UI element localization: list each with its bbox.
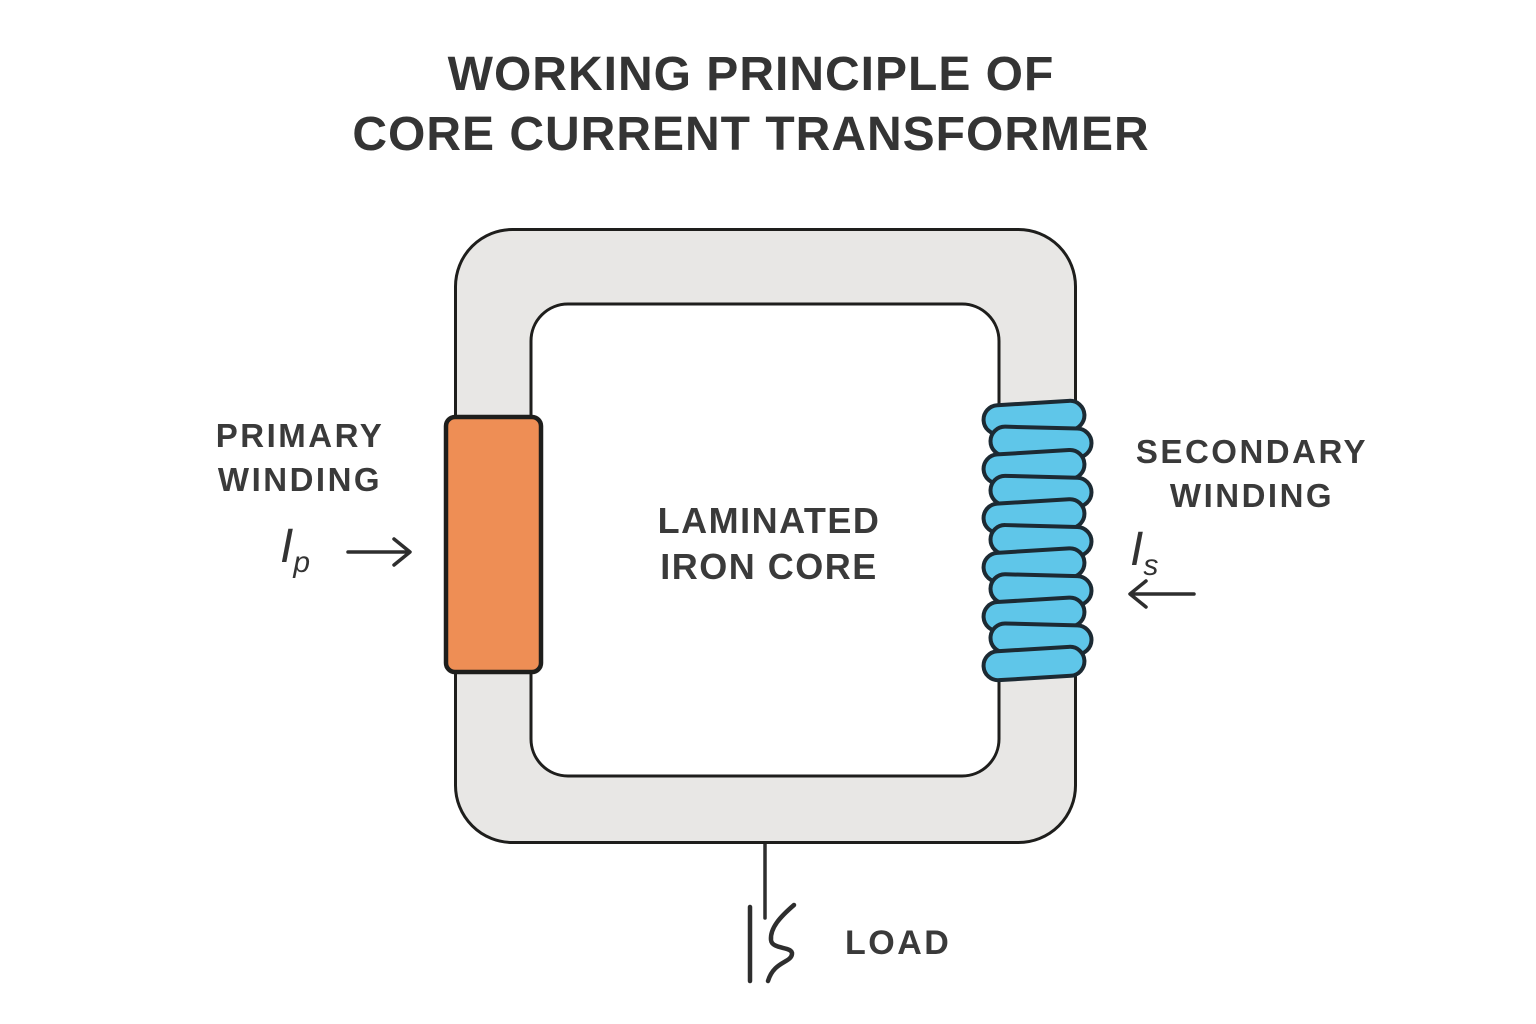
iron-core bbox=[454, 228, 1077, 844]
secondary-winding-coil bbox=[981, 398, 1094, 683]
page-title-line2: CORE CURRENT TRANSFORMER bbox=[352, 108, 1150, 161]
secondary-current-label: Is bbox=[1130, 522, 1158, 594]
secondary-winding-label: SECONDARY WINDING bbox=[1102, 430, 1402, 518]
page-title-line1: WORKING PRINCIPLE OF bbox=[447, 48, 1055, 101]
iron-core-label-line1: LAMINATED bbox=[657, 500, 881, 541]
primary-current-symbol: I bbox=[280, 520, 294, 573]
primary-current-subscript: p bbox=[293, 546, 311, 579]
primary-winding-bar bbox=[443, 414, 544, 675]
primary-winding-label: PRIMARY WINDING bbox=[165, 414, 435, 502]
secondary-current-subscript: s bbox=[1143, 549, 1159, 582]
secondary-current-symbol: I bbox=[1130, 523, 1144, 576]
secondary-winding-label-line2: WINDING bbox=[1169, 477, 1335, 514]
load-connection bbox=[747, 842, 797, 984]
secondary-current-arrow-icon bbox=[1128, 579, 1196, 609]
iron-core-label-line2: IRON CORE bbox=[660, 546, 878, 587]
primary-winding-label-line1: PRIMARY bbox=[215, 417, 385, 454]
iron-core-label: LAMINATED IRON CORE bbox=[619, 498, 919, 590]
secondary-winding-label-line1: SECONDARY bbox=[1135, 433, 1369, 470]
coil-turn bbox=[981, 644, 1087, 683]
page-title: WORKING PRINCIPLE OF CORE CURRENT TRANSF… bbox=[0, 45, 1502, 165]
load-switch-icon bbox=[765, 902, 797, 984]
primary-current-label: Ip bbox=[280, 519, 310, 591]
primary-current-arrow-icon bbox=[346, 537, 412, 567]
load-label: LOAD bbox=[845, 924, 952, 962]
primary-winding-label-line2: WINDING bbox=[217, 461, 383, 498]
